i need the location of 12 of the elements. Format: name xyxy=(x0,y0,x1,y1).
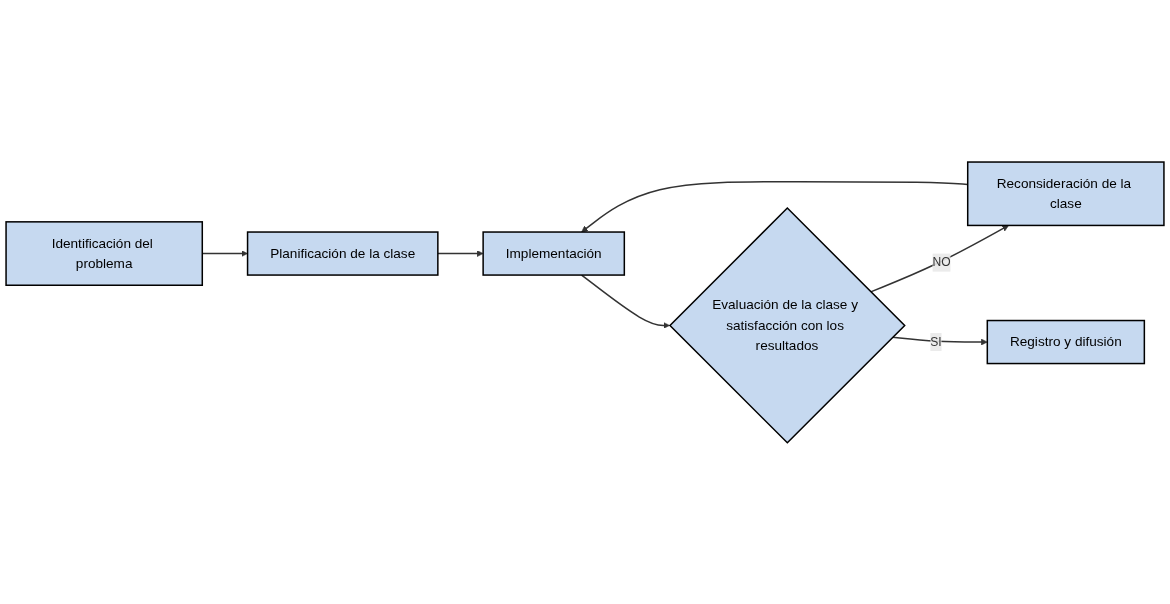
edge-label: SI xyxy=(930,334,942,348)
node-box: Reconsideración de la clase xyxy=(966,160,1165,226)
arrow xyxy=(869,224,1009,293)
arrow xyxy=(891,336,988,345)
edge-label: NO xyxy=(932,255,951,269)
node-box: Identificación del problema xyxy=(5,220,204,286)
node-box: Registro y difusión xyxy=(986,319,1146,364)
arrow xyxy=(437,249,484,257)
node-box: Implementación xyxy=(482,230,626,276)
node-diamond: Evaluación de la clase y satisfacción con los resultados xyxy=(668,206,906,444)
arrow xyxy=(580,273,670,329)
node-box: Planificación de la clase xyxy=(246,230,439,276)
